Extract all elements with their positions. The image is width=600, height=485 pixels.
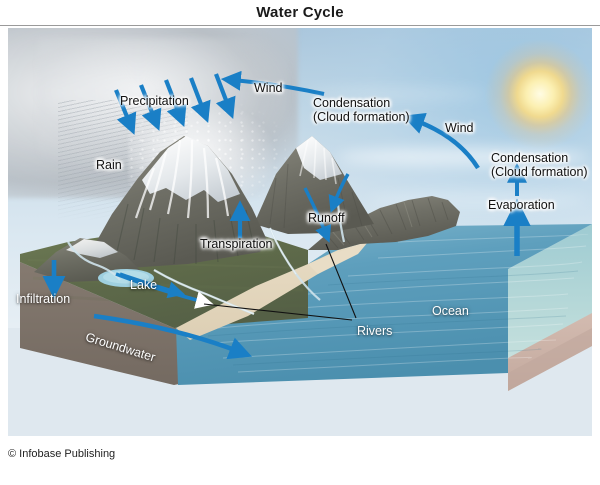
label-condensation-left: Condensation (Cloud formation) [313,96,463,124]
groundwater-arrow [93,313,253,360]
condensation-right-line1: Condensation [491,151,569,165]
label-lake: Lake [130,278,158,292]
ocean-surface [176,224,592,385]
label-runoff: Runoff [308,211,345,225]
rivers-leader-lines [203,243,357,321]
label-precipitation: Precipitation [120,94,189,108]
condensation-left-line2: (Cloud formation) [313,110,410,124]
label-ocean: Ocean [432,304,469,318]
block-right-face [508,224,592,391]
label-condensation-right: Condensation (Cloud formation) [491,151,592,179]
wind-arrow-left [220,70,325,96]
copyright-credit: © Infobase Publishing [8,448,116,460]
wind-arrow-right [402,112,480,170]
water-cycle-illustration: Precipitation Rain Wind Condensation (Cl… [8,28,592,436]
scene-vector-layer [20,70,592,391]
title-bar: Water Cycle [0,0,600,26]
label-rivers: Rivers [357,324,393,338]
sun-icon [480,34,592,154]
condensation-right-line2: (Cloud formation) [491,165,588,179]
label-infiltration: Infiltration [16,292,71,306]
label-wind-left: Wind [254,81,283,95]
beach-sand [176,242,368,340]
river-flow-arrow [115,272,214,309]
precipitation-arrows [114,73,236,135]
label-transpiration: Transpiration [200,237,273,251]
cloud-wisp [308,88,488,100]
condensation-left-line1: Condensation [313,96,391,110]
mountain-range [34,136,374,282]
label-wind-right: Wind [445,121,474,135]
page-title: Water Cycle [256,4,344,21]
label-rain: Rain [96,158,122,172]
label-evaporation: Evaporation [488,198,555,212]
rocky-headland [308,196,460,250]
